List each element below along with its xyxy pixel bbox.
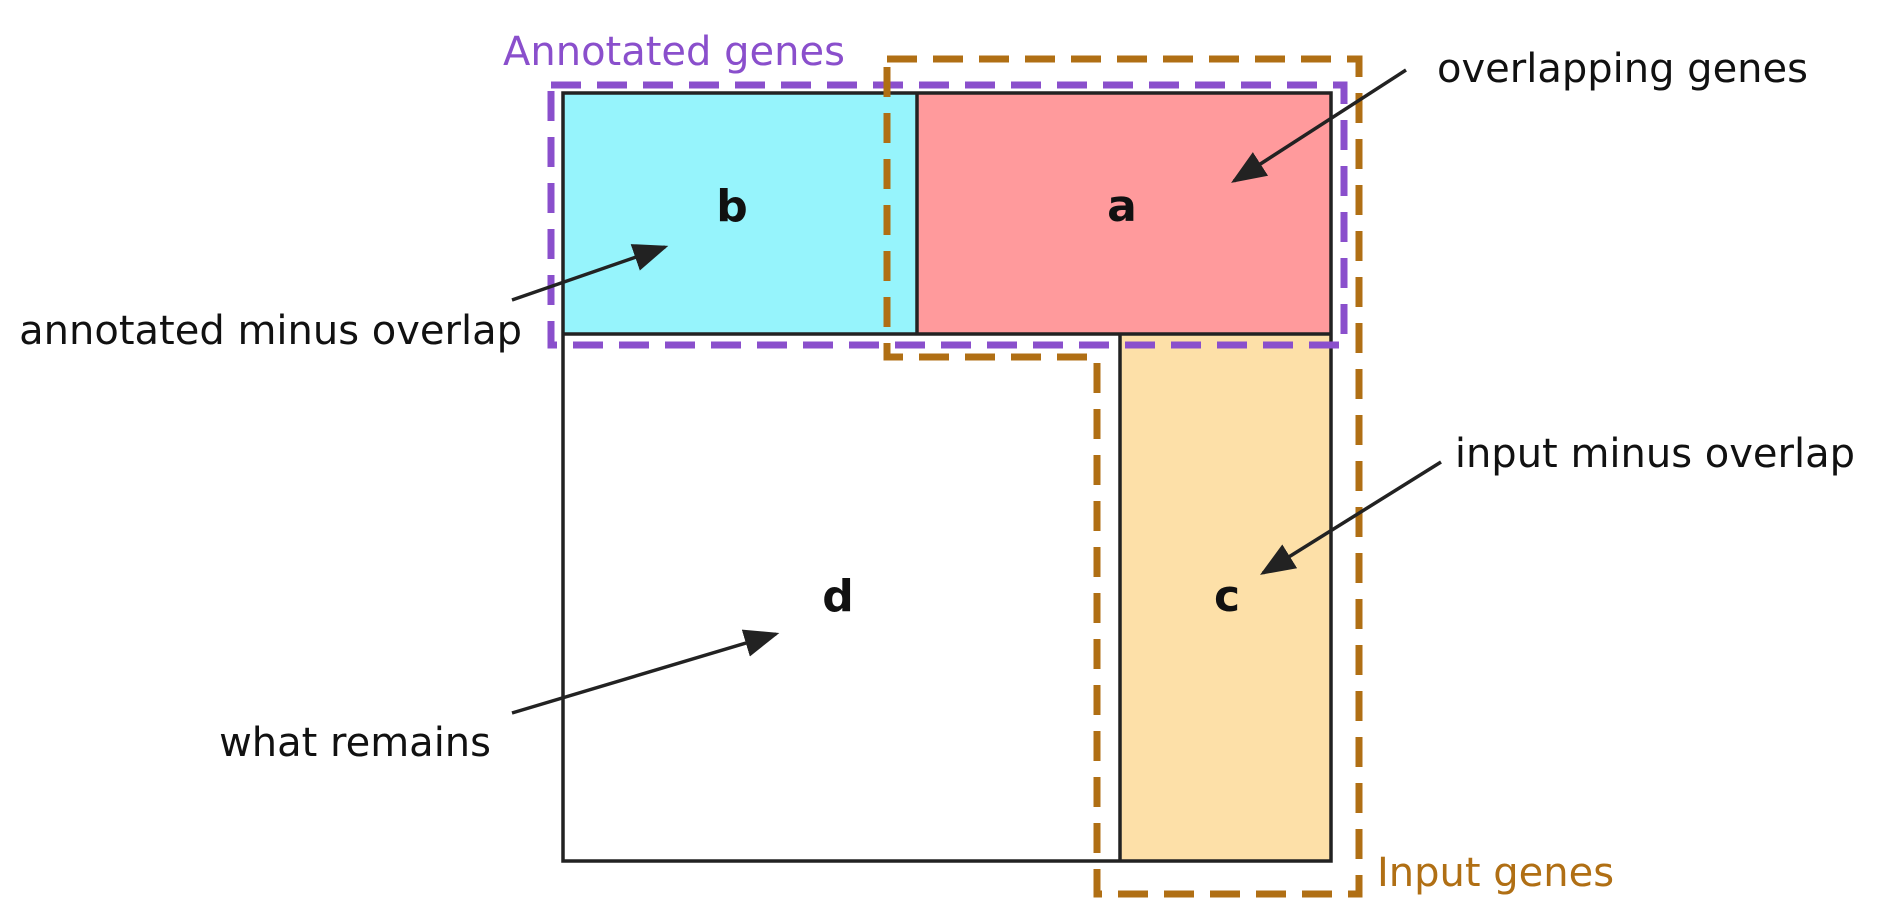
callout-overlapping-genes: overlapping genes [1437, 46, 1808, 92]
annotated-genes-outline [547, 81, 1348, 349]
cell-label-d: d [822, 571, 854, 622]
arrow-overlapping [1231, 68, 1407, 183]
outer-box [561, 91, 1333, 863]
cell-c-region [1120, 334, 1331, 861]
callout-what-remains: what remains [219, 720, 491, 766]
input-genes-label: Input genes [1377, 850, 1614, 896]
cell-d-region [563, 334, 1120, 861]
input-genes-outline [883, 55, 1363, 898]
arrow-what-remains [511, 629, 780, 715]
arrow-input-minus [1260, 460, 1442, 575]
annotated-genes-label: Annotated genes [503, 29, 845, 75]
arrow-annotated-minus [511, 244, 669, 302]
cell-label-a: a [1107, 181, 1137, 232]
cell-label-b: b [716, 181, 748, 232]
callout-annotated-minus-overlap: annotated minus overlap [19, 308, 522, 354]
cell-a-region [917, 93, 1331, 334]
cell-label-c: c [1214, 571, 1240, 622]
callout-input-minus-overlap: input minus overlap [1455, 431, 1855, 477]
cell-b-region [563, 93, 917, 334]
